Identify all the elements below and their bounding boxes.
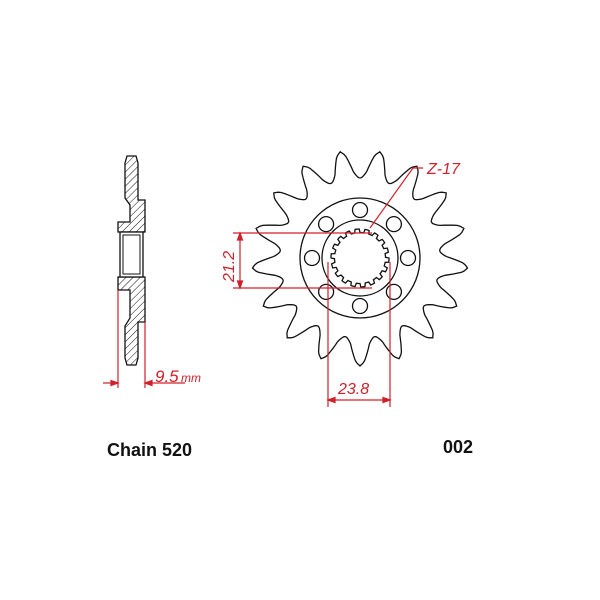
spline-diameter-label: 21.2 xyxy=(221,251,238,283)
side-view-upper xyxy=(117,155,146,233)
thickness-value: 9.5 xyxy=(155,367,179,386)
hub-inner-circle xyxy=(321,219,399,297)
bolt-hole xyxy=(351,201,369,219)
bolt-spacing-label: 23.8 xyxy=(337,381,369,398)
bolt-hole xyxy=(399,249,417,267)
part-number: 002 xyxy=(443,437,474,457)
bolt-hole xyxy=(317,283,335,301)
front-view xyxy=(251,150,469,367)
bolt-hole xyxy=(385,215,403,233)
dimension-lines xyxy=(233,167,423,407)
bolt-hole xyxy=(317,215,335,233)
thickness-unit: mm xyxy=(181,371,201,385)
bolt-hole xyxy=(351,297,369,315)
thickness-dimension xyxy=(103,290,185,388)
sprocket-outline xyxy=(251,150,469,367)
spline-bore xyxy=(330,228,390,288)
teeth-count-label: Z-17 xyxy=(426,161,461,178)
bolt-holes xyxy=(303,201,417,315)
side-view-lower xyxy=(117,276,146,366)
bolt-hole xyxy=(385,283,403,301)
bolt-hole xyxy=(303,249,321,267)
side-view-bore xyxy=(119,231,144,278)
hub-outer-circle xyxy=(299,197,421,319)
side-view xyxy=(117,155,146,366)
chain-size-label: Chain 520 xyxy=(107,440,193,460)
